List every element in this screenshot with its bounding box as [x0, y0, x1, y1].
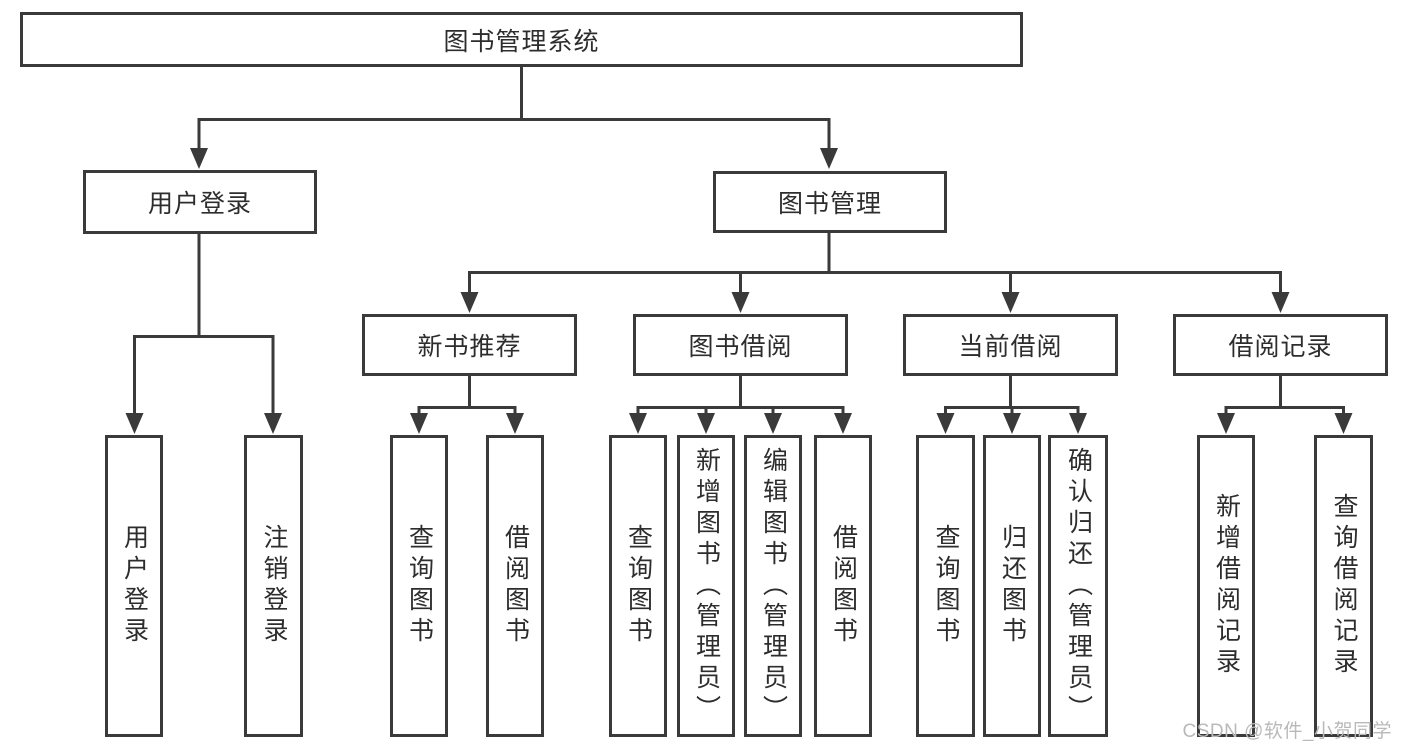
node-user-login: 用户登录 [83, 170, 317, 234]
leaf-confirm-return-admin: 确认归还（管理员） [1048, 435, 1108, 737]
node-book-management: 图书管理 [713, 171, 947, 233]
leaf-add-book-admin-label: 新增图书（管理员） [692, 446, 721, 726]
leaf-return-books: 归还图书 [983, 435, 1041, 737]
leaf-query-books-current: 查询图书 [916, 435, 975, 737]
leaf-add-book-admin: 新增图书（管理员） [677, 435, 735, 737]
leaf-borrow-books-recommend-label: 借阅图书 [501, 524, 530, 648]
node-book-management-label: 图书管理 [777, 190, 882, 218]
leaf-user-login: 用户登录 [105, 435, 163, 737]
node-current-borrow: 当前借阅 [903, 314, 1118, 376]
leaf-logout: 注销登录 [244, 435, 303, 737]
leaf-edit-book-admin: 编辑图书（管理员） [744, 435, 802, 737]
leaf-user-login-label: 用户登录 [120, 524, 149, 648]
leaf-logout-label: 注销登录 [260, 524, 288, 648]
leaf-query-books-current-label: 查询图书 [932, 524, 960, 648]
leaf-edit-book-admin-label: 编辑图书（管理员） [759, 446, 788, 726]
leaf-borrow-books-recommend: 借阅图书 [486, 435, 544, 737]
csdn-watermark: CSDN @软件_小贺同学 [1182, 721, 1392, 742]
node-new-book-recommend-label: 新书推荐 [417, 333, 522, 361]
leaf-borrow-books-label: 借阅图书 [829, 524, 858, 648]
node-book-borrow-label: 图书借阅 [688, 333, 793, 361]
leaf-add-borrow-record: 新增借阅记录 [1197, 435, 1255, 737]
leaf-borrow-books: 借阅图书 [814, 435, 872, 737]
node-borrow-records: 借阅记录 [1173, 314, 1388, 376]
leaf-query-borrow-record: 查询借阅记录 [1314, 435, 1373, 737]
node-new-book-recommend: 新书推荐 [362, 314, 577, 376]
leaf-query-books-borrow: 查询图书 [609, 435, 667, 737]
node-current-borrow-label: 当前借阅 [958, 333, 1063, 361]
node-book-borrow: 图书借阅 [633, 314, 848, 376]
leaf-query-books-borrow-label: 查询图书 [624, 524, 653, 648]
node-library-system: 图书管理系统 [20, 12, 1023, 67]
leaf-query-books-recommend-label: 查询图书 [405, 524, 434, 648]
node-library-system-label: 图书管理系统 [443, 27, 600, 56]
node-borrow-records-label: 借阅记录 [1228, 333, 1333, 361]
node-user-login-label: 用户登录 [147, 190, 252, 218]
leaf-return-books-label: 归还图书 [998, 524, 1027, 648]
leaf-query-books-recommend: 查询图书 [390, 435, 448, 737]
leaf-add-borrow-record-label: 新增借阅记录 [1212, 493, 1241, 679]
leaf-confirm-return-admin-label: 确认归还（管理员） [1064, 446, 1093, 726]
leaf-query-borrow-record-label: 查询借阅记录 [1330, 493, 1358, 679]
